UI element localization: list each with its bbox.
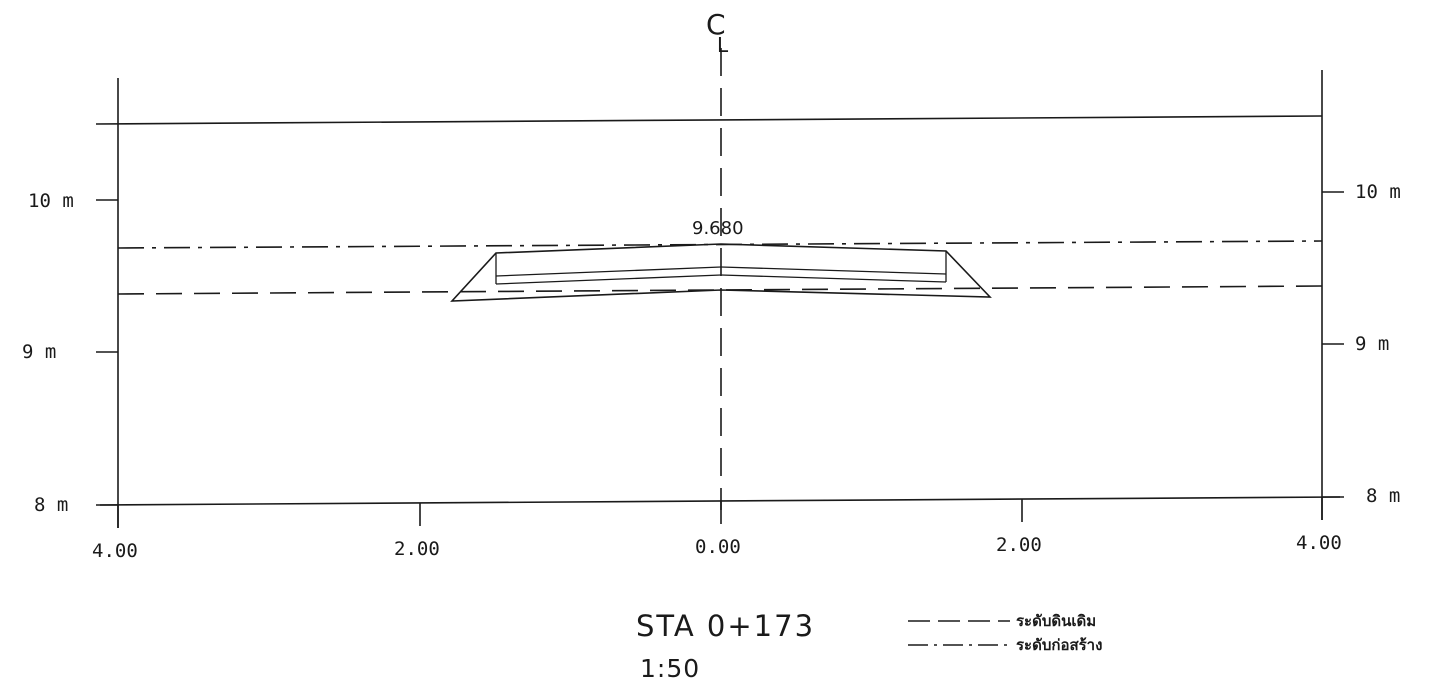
legend-label-existing: ระดับดินเดิม <box>1016 612 1096 630</box>
road-section-outer <box>450 243 992 302</box>
y-label-right-8m: 8 m <box>1366 485 1400 507</box>
x-label-left-4: 4.00 <box>92 540 138 562</box>
scale-label: 1:50 <box>640 654 700 683</box>
elevation-label: 9.680 <box>692 218 744 239</box>
legend-label-construction: ระดับก่อสร้าง <box>1016 636 1102 654</box>
pavement-layer-bottom-r <box>720 274 947 283</box>
x-label-left-2: 2.00 <box>394 538 440 560</box>
x-label-right-2: 2.00 <box>996 534 1042 556</box>
centerline-symbol-sub: L <box>717 33 729 57</box>
pavement-layer-top-r <box>720 266 947 275</box>
x-label-center: 0.00 <box>695 536 741 558</box>
y-label-left-8m: 8 m <box>34 494 68 516</box>
top-line <box>95 115 1323 125</box>
bottom-line <box>99 496 1341 506</box>
y-label-left-10m: 10 m <box>28 190 74 212</box>
existing-ground-line <box>117 285 1323 295</box>
centerline-symbol: C <box>706 8 726 41</box>
y-label-right-9m: 9 m <box>1355 333 1389 355</box>
y-label-left-9m: 9 m <box>22 341 56 363</box>
x-label-right-4: 4.00 <box>1296 532 1342 554</box>
pavement-layer-top <box>495 266 722 277</box>
y-label-right-10m: 10 m <box>1355 181 1401 203</box>
station-label: STA 0+173 <box>636 609 815 643</box>
pavement-layer-bottom <box>495 274 722 285</box>
